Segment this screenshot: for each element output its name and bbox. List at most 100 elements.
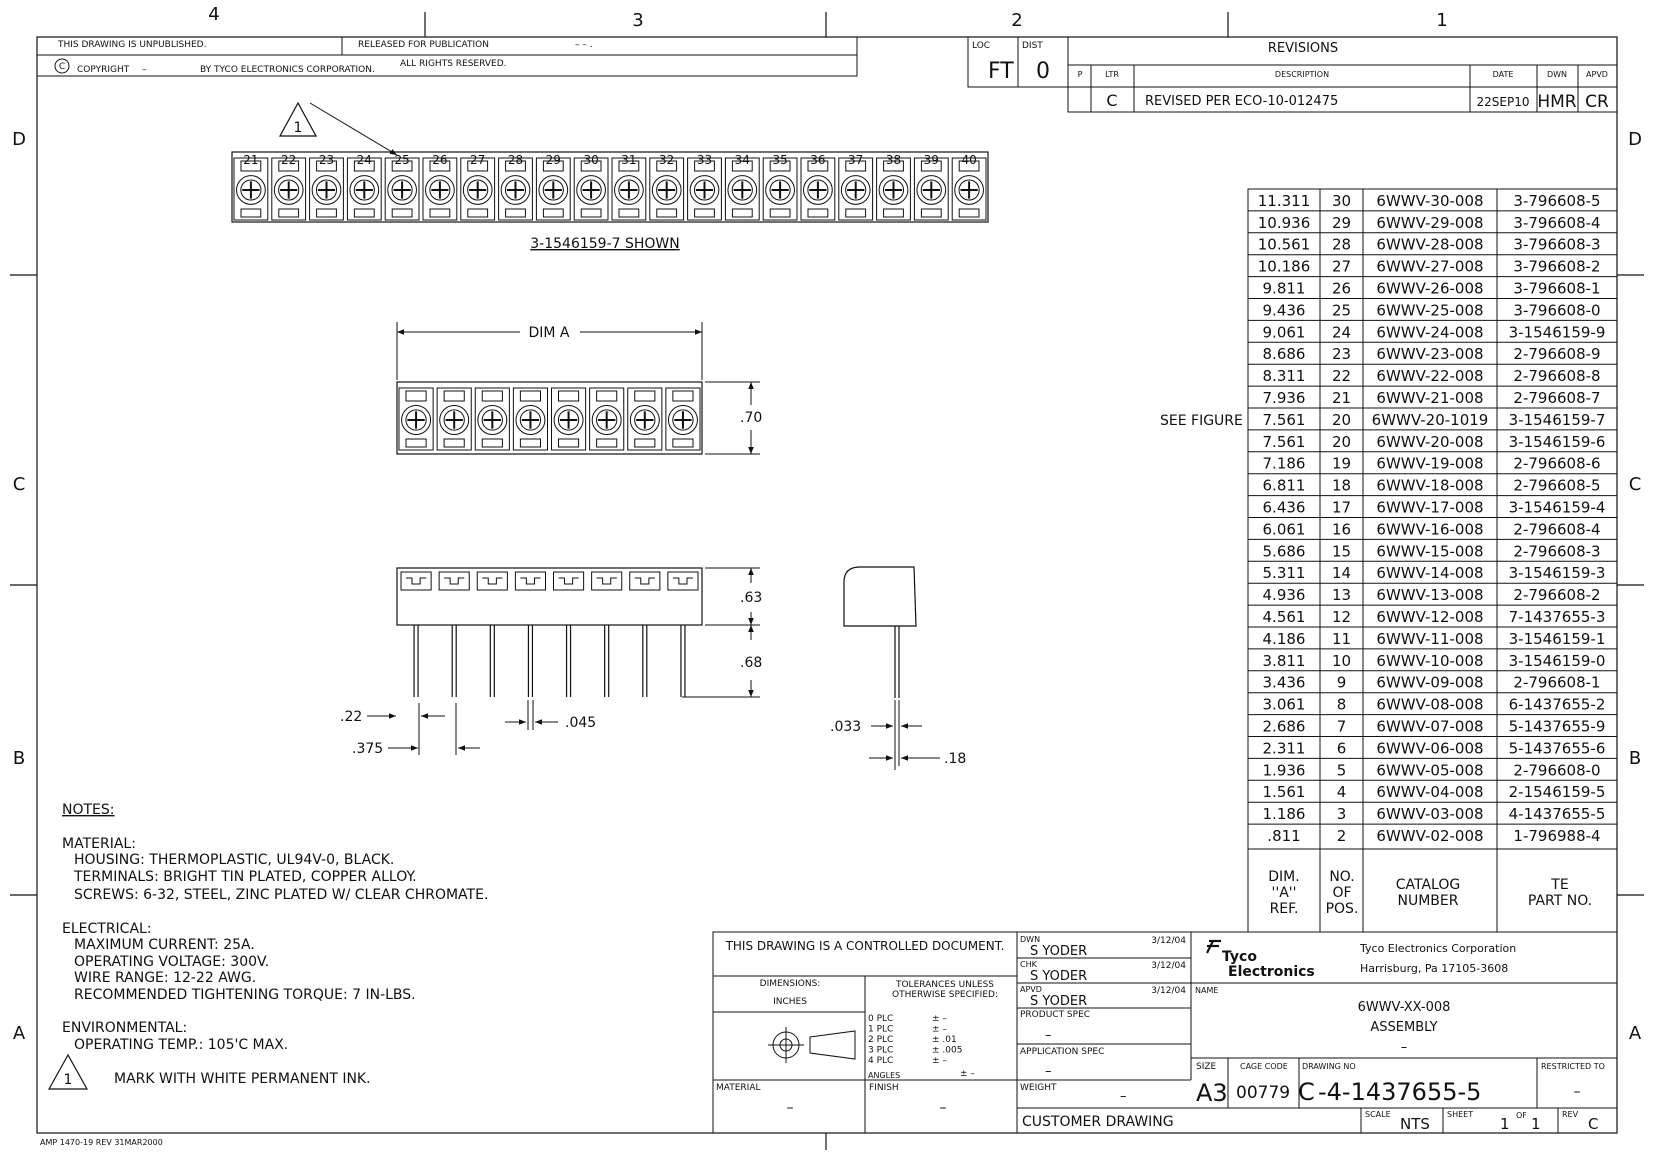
table-cell: 5-1437655-6 [1509,739,1606,757]
position-number: 39 [924,153,939,167]
header-dim-1: DIM. [1268,869,1299,885]
rev-header-dwn: DWN [1547,70,1567,79]
table-cell: 6WWV-06-008 [1376,739,1483,757]
front-height-label: .70 [740,410,762,426]
see-figure-label: SEE FIGURE [1160,413,1243,429]
weight-value: – [1120,1089,1127,1104]
table-cell: 6.436 [1263,499,1306,517]
table-cell: 2.311 [1263,739,1306,757]
screw-icon [614,175,644,205]
notes-section: NOTES: MATERIAL: HOUSING: THERMOPLASTIC,… [47,802,488,1090]
table-cell: 30 [1332,192,1351,210]
screw-icon [576,175,606,205]
table-cell: 6WWV-07-008 [1376,718,1483,736]
terminal-cell [309,157,344,221]
chk-name: S YODER [1030,969,1087,984]
of-value: 1 [1531,1115,1541,1133]
table-cell: 2 [1337,827,1347,845]
terminal-cell [436,387,472,451]
finish-label: FINISH [869,1083,899,1093]
table-cell: 28 [1332,236,1351,254]
table-cell: 2.686 [1263,718,1306,736]
position-number: 31 [621,153,636,167]
screw-icon [236,175,266,205]
tolerance-value: ± – [932,1025,947,1035]
table-cell: 12 [1332,608,1351,626]
header-dim-3: REF. [1270,901,1299,917]
terminal-row-front [398,387,701,451]
third-angle-projection-icon [768,1027,856,1063]
table-cell: 22 [1332,367,1351,385]
position-number: 32 [659,153,674,167]
table-cell: 2-796608-7 [1513,389,1600,407]
table-cell: 3-796608-3 [1513,236,1600,254]
edge-offset-label: .22 [340,709,362,725]
zone-row-c-right: C [1629,474,1642,495]
screw-icon [553,405,584,435]
name-label: NAME [1195,986,1218,995]
position-number: 37 [848,153,863,167]
terminal-cup [667,571,699,591]
terminal-cup [629,571,661,591]
table-cell: 6WWV-27-008 [1376,258,1483,276]
table-cell: 1.186 [1263,805,1306,823]
rev-description: REVISED PER ECO-10-012475 [1145,94,1338,109]
end-offset-label: .18 [944,751,966,767]
size-value: A3 [1196,1079,1228,1107]
terminal-pin [604,625,610,697]
dim-a-label: DIM A [528,325,569,341]
table-cell: 2-796608-5 [1513,477,1600,495]
table-cell: 5-1437655-9 [1509,718,1606,736]
table-cell: 6WWV-11-008 [1376,630,1483,648]
table-cell: 6WWV-04-008 [1376,783,1483,801]
product-spec-value: – [1045,1028,1052,1043]
table-cell: 6WWV-14-008 [1376,564,1483,582]
company-name: Tyco Electronics Corporation [1359,942,1516,955]
released-text: RELEASED FOR PUBLICATION [358,40,489,50]
drawing-no-label: DRAWING NO [1302,1062,1356,1071]
terminal-pin [413,625,419,697]
scale-label: SCALE [1365,1110,1391,1119]
position-number: 29 [546,153,561,167]
table-cell: 17 [1332,499,1351,517]
table-cell: 6WWV-17-008 [1376,499,1483,517]
pin-thickness-label: .033 [830,719,861,735]
terminal-cell [951,157,987,221]
terminal-cell [724,157,760,221]
header-te-1: TE [1550,877,1568,893]
screw-icon [439,405,470,435]
table-cell: 7.936 [1263,389,1306,407]
table-cell: 6WWV-09-008 [1376,674,1483,692]
screw-icon [667,405,698,435]
table-cell: 5 [1337,761,1347,779]
dist-value: 0 [1036,59,1050,84]
application-spec-value: – [1045,1064,1052,1079]
terminal-cell [627,387,663,451]
pin-width-label: .045 [565,715,596,731]
table-cell: 3.811 [1263,652,1306,670]
tolerance-value: ± – [932,1056,947,1066]
rev-date: 22SEP10 [1477,95,1530,109]
terminal-cell [649,157,685,221]
electrical-line-1: MAXIMUM CURRENT: 25A. [74,937,255,953]
screw-icon [311,175,342,205]
rev-value: C [1588,1115,1598,1133]
table-cell: 6WWV-15-008 [1376,542,1483,560]
sheet-label: SHEET [1447,1110,1473,1119]
screw-icon [916,175,947,205]
screw-icon [349,175,380,205]
loc-value: FT [988,59,1014,84]
terminal-cell [346,157,382,221]
revisions-title: REVISIONS [1268,41,1338,56]
position-number: 33 [697,153,712,167]
position-number: 30 [583,153,598,167]
released-date: – – . [575,40,593,50]
table-cell: 10 [1332,652,1351,670]
